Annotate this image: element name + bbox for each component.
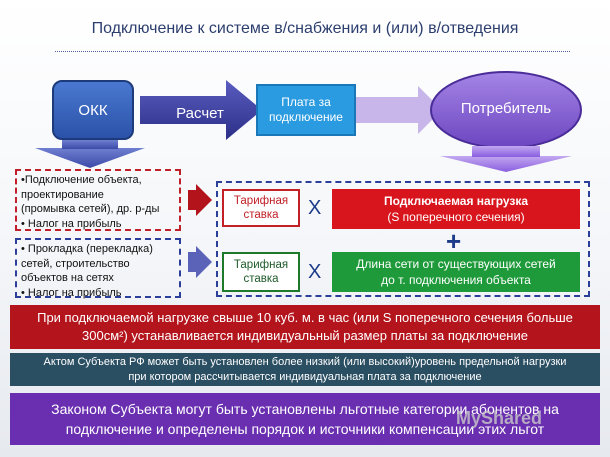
connected-load-box: Подключаемая нагрузка (S поперечного сеч… — [332, 189, 580, 229]
network-length-line-2: до т. подключения объекта — [381, 273, 531, 287]
consumer-label: Потребитель — [460, 100, 552, 117]
band-line: При подключаемой нагрузке свыше 10 куб. … — [37, 310, 573, 326]
title-divider — [55, 51, 570, 52]
note-line: (промывка сетей), др. р-ды — [21, 203, 160, 216]
tariff-rate-box-1: Тарифная ставка — [222, 189, 300, 227]
network-length-box: Длина сети от существующих сетей до т. п… — [332, 252, 580, 292]
fee-to-consumer-arrow — [356, 86, 442, 134]
formula-frame — [216, 181, 590, 297]
band-line: 300см²) устанавливается индивидуальный р… — [82, 328, 528, 343]
multiply-sign-1: X — [308, 197, 322, 219]
calc-arrow — [140, 80, 262, 140]
connection-fee-box: Плата за подключение — [256, 84, 356, 136]
note-line: •Подключение объекта, — [21, 174, 142, 186]
plus-sign: + — [446, 226, 462, 256]
note-line: • Прокладка (перекладка) — [21, 243, 153, 255]
note-line: • Налог на прибыль — [21, 217, 122, 230]
band-line: подключение и определены порядок и источ… — [65, 421, 545, 437]
band-line: при котором рассчитывается индивидуальна… — [128, 370, 482, 383]
individual-fee-band: При подключаемой нагрузке свыше 10 куб. … — [10, 305, 600, 349]
connected-load-subtitle: (S поперечного сечения) — [387, 210, 525, 224]
network-length-line-1: Длина сети от существующих сетей — [356, 256, 556, 271]
band-line: Актом Субъекта РФ может быть установлен … — [43, 355, 567, 368]
note-line: • Налог на прибыль — [21, 286, 122, 299]
page-title: Подключение к системе в/снабжения и (или… — [91, 20, 519, 37]
note-network-construction: • Прокладка (перекладка) сетей, строител… — [15, 238, 181, 299]
red-right-arrow — [188, 184, 212, 216]
okk-down-arrow — [35, 148, 145, 168]
calc-label: Расчет — [176, 105, 224, 122]
note-line: объектов на сетях — [21, 272, 114, 285]
okk-box: ОКК — [52, 80, 134, 140]
watermark-logo: MyShared — [456, 408, 543, 428]
note-line: сетей, строительство — [21, 257, 130, 270]
blue-right-arrow — [188, 246, 212, 278]
note-line: проектирование — [21, 188, 104, 201]
band-line: Законом Субъекта могут быть установлены … — [51, 400, 559, 417]
regional-act-band: Актом Субъекта РФ может быть установлен … — [10, 353, 600, 386]
regional-law-band: Законом Субъекта могут быть установлены … — [10, 393, 600, 445]
note-connection-costs: •Подключение объекта, проектирование (пр… — [15, 169, 181, 231]
multiply-sign-2: X — [308, 261, 322, 283]
connected-load-title: Подключаемая нагрузка — [383, 193, 529, 208]
tariff-rate-box-2: Тарифная ставка — [222, 252, 300, 292]
consumer-down-arrow — [440, 156, 572, 172]
